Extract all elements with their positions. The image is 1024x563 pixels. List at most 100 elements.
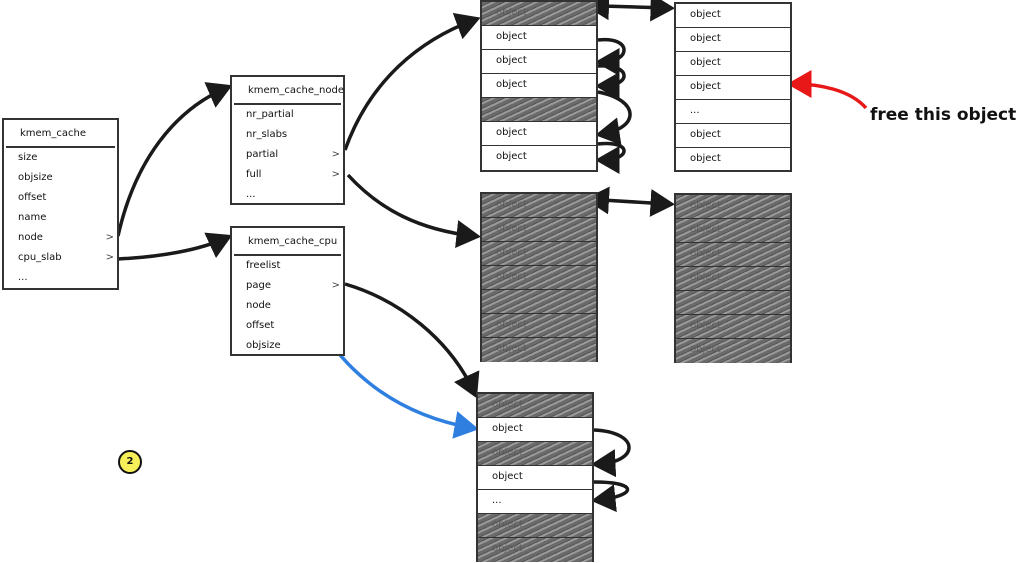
arrow-full [346, 173, 481, 248]
pointer-chevron-icon: > [331, 149, 340, 160]
object-slot-allocated: object [482, 266, 596, 290]
object-slot-free: object [478, 418, 592, 442]
step-badge[interactable]: 2 [118, 450, 142, 474]
object-slot-free: object [676, 4, 790, 28]
kmem-cache-node-field-partial: partial > [232, 145, 343, 165]
freechain-loop-2 [595, 64, 626, 100]
kmem-cache-field-name: name [4, 208, 117, 228]
object-slot-allocated [482, 290, 596, 314]
field-label: ... [18, 272, 28, 283]
kmem-cache-field-node: node> [4, 228, 117, 248]
object-slot-free: object [676, 52, 790, 76]
object-label: object [690, 272, 721, 283]
object-slot-free: object [676, 124, 790, 148]
kmem-cache-field-cpu-slab: cpu_slab> [4, 248, 117, 268]
arrow-partial-link [584, 0, 675, 22]
object-slot-allocated: object [482, 194, 596, 218]
object-label: object [496, 55, 527, 66]
field-label: ... [246, 189, 256, 200]
arrow-cpu-slab [117, 232, 233, 261]
object-label: object [496, 127, 527, 138]
object-label: object [496, 151, 527, 162]
object-label: object [496, 343, 527, 354]
pointer-chevron-icon: > [105, 252, 114, 263]
field-label: partial [246, 149, 279, 160]
slab-partial-a: object object object object object object [480, 0, 598, 172]
kmem-cache-field-: ... [4, 268, 117, 288]
slab-full-a: object object object object object object [480, 192, 598, 362]
field-label: nr_slabs [246, 129, 288, 140]
object-label: object [690, 81, 721, 92]
object-slot-allocated: object [482, 242, 596, 266]
field-label: offset [246, 320, 275, 331]
kmem-cache-node-field-: ... [232, 185, 343, 205]
object-label: object [492, 447, 523, 458]
object-label: object [496, 247, 527, 258]
object-label: object [492, 519, 523, 530]
object-label: object [690, 320, 721, 331]
object-slot-allocated: object [676, 315, 790, 339]
object-label: object [690, 129, 721, 140]
field-label: offset [18, 192, 47, 203]
object-label: object [690, 200, 721, 211]
object-slot-allocated: object [482, 2, 596, 26]
field-label: node [18, 232, 43, 243]
object-slot-allocated: object [676, 243, 790, 267]
field-label: objsize [246, 340, 281, 351]
kmem-cache-cpu-field-offset: offset [232, 316, 343, 336]
object-slot-free: object [482, 26, 596, 50]
kmem-cache-node-title: kmem_cache_node [234, 77, 344, 105]
arrow-full-link [584, 186, 675, 217]
object-slot-allocated [676, 291, 790, 315]
object-label: object [496, 79, 527, 90]
object-slot-allocated: object [482, 338, 596, 362]
object-slot-free: object [482, 122, 596, 146]
kmem-cache-field-offset: offset [4, 188, 117, 208]
field-label: name [18, 212, 47, 223]
object-label: object [690, 33, 721, 44]
object-label: object [690, 57, 721, 68]
kmem-cache-title: kmem_cache [6, 120, 115, 148]
kmem-cache-cpu-field-objsize: objsize [232, 336, 343, 356]
field-label: objsize [18, 172, 53, 183]
object-slot-allocated: object [676, 195, 790, 219]
object-label: object [492, 471, 523, 482]
object-slot-free: object [676, 28, 790, 52]
field-label: nr_partial [246, 109, 294, 120]
object-label: object [496, 319, 527, 330]
kmem-cache-field-objsize: objsize [4, 168, 117, 188]
field-label: node [246, 300, 271, 311]
object-label: object [690, 224, 721, 235]
object-label: object [496, 271, 527, 282]
object-label: object [496, 223, 527, 234]
object-slot-free: object [482, 146, 596, 170]
object-slot-free: object [478, 466, 592, 490]
freechain-loop-4 [595, 141, 626, 174]
object-slot-allocated: object [676, 339, 790, 363]
object-slot-allocated: object [478, 538, 592, 562]
arrow-node [116, 82, 233, 237]
kmem-cache-cpu-field-freelist: freelist [232, 256, 343, 276]
arrow-page [344, 282, 480, 399]
freechain-cpu-2 [591, 480, 630, 513]
object-slot-allocated [482, 98, 596, 122]
object-slot-free: object [482, 74, 596, 98]
free-this-object-label: free this object [870, 105, 1017, 125]
object-slot-free: object [482, 50, 596, 74]
object-slot-free: object [676, 148, 790, 172]
arrow-free-object [787, 70, 868, 110]
object-label: ... [492, 495, 502, 506]
object-label: object [496, 31, 527, 42]
object-label: object [690, 153, 721, 164]
kmem-cache-cpu-field-page: page> [232, 276, 343, 296]
object-slot-free: object [676, 76, 790, 100]
object-slot-allocated: object [482, 218, 596, 242]
object-slot-allocated: object [676, 267, 790, 291]
freechain-loop-3 [595, 90, 632, 146]
object-slot-allocated: object [676, 219, 790, 243]
kmem-cache-cpu-title: kmem_cache_cpu [234, 228, 341, 256]
kmem-cache-node-field-nr-partial: nr_partial [232, 105, 343, 125]
